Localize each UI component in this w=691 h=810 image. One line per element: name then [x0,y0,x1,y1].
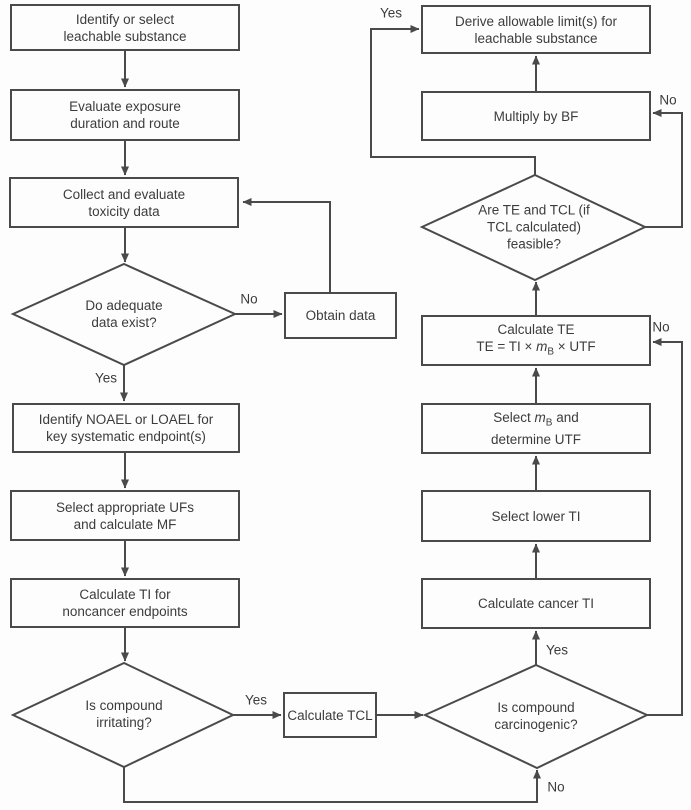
node-multiply-bf: Multiply by BF [421,91,651,141]
decision-feasible-shape [419,173,648,282]
label-line: irritating? [96,715,152,730]
label-line: Are TE and TCL (if [478,202,590,218]
label-line: key systematic endpoint(s) [46,429,206,444]
node-calculate-ti: Calculate TI for noncancer endpoints [10,578,240,628]
node-select-lower-ti: Select lower TI [421,490,651,542]
formula-sub: B [547,346,555,358]
edge-label-irritating-yes: Yes [244,692,268,708]
label-line: toxicity data [88,203,160,219]
label-line: Calculate TCL [287,707,373,723]
edge-carcinogenic-no-to-te [647,338,683,716]
edge-label-feasible-yes: Yes [379,5,403,21]
edge-label-carcinogenic-no: No [652,319,670,335]
label-line: leachable substance [63,28,187,44]
label-line: Is compound [497,700,575,715]
edge-irritating-no-to-carcinogenic [123,767,541,803]
edge-label-adequate-yes: Yes [94,370,118,386]
label-line: duration and route [70,116,180,131]
edge-label-feasible-no: No [659,92,677,108]
label-line: data exist? [91,315,157,330]
label-line: and calculate MF [73,516,177,532]
label-line: Identify NOAEL or LOAEL for [38,412,214,427]
edge-feasible-yes-to-derive [370,25,536,175]
mb-line: Select mB and [493,409,578,432]
formula-var: m [536,338,548,354]
node-select-ufs: Select appropriate UFs and calculate MF [10,490,240,541]
label-line: Calculate cancer TI [477,596,595,611]
label-line: Do adequate [85,298,163,313]
label-line: Collect and evaluate [62,186,186,202]
label-line: Calculate TE [497,321,575,337]
label-line: Calculate TI for [79,587,171,602]
decision-feasible-label: Are TE and TCL (if TCL calculated) feasi… [478,202,590,253]
label-line: carcinogenic? [494,717,578,732]
decision-carcinogenic-label: Is compound carcinogenic? [494,699,577,733]
label-line: Is compound [85,698,163,713]
decision-irritating-label: Is compound irritating? [85,697,162,731]
edge-label-irritating-no: No [547,779,565,795]
node-evaluate-exposure: Evaluate exposure duration and route [10,89,240,141]
te-formula: TE = TI × mB × UTF [476,338,595,361]
decision-adequate-data-shape [10,262,238,367]
label-line: Evaluate exposure [69,99,181,114]
label-line: Multiply by BF [493,108,579,124]
label-line: determine UTF [490,432,582,448]
decision-irritating-shape [10,661,236,769]
label-line: Select lower TI [491,508,581,524]
edge-feasible-no-to-bf [645,109,683,228]
mb-var: m [534,409,546,425]
label-line: Obtain data [305,308,376,323]
label-line: noncancer endpoints [62,604,188,619]
label-line: TCL calculated) [486,219,582,235]
mb-pre: Select [493,409,535,425]
decision-adequate-data-label: Do adequate data exist? [85,297,162,331]
node-calculate-cancer-ti: Calculate cancer TI [421,578,651,629]
node-calculate-tcl: Calculate TCL [283,692,377,738]
mb-sub: B [545,417,553,429]
node-collect-toxicity: Collect and evaluate toxicity data [9,177,239,228]
mb-post: and [552,409,579,425]
node-identify-substance: Identify or select leachable substance [10,4,240,51]
label-line: feasible? [506,236,562,252]
formula-post: × UTF [554,338,596,354]
edge-obtain-to-collect [242,198,331,292]
edge-label-adequate-no: No [240,291,258,307]
label-line: leachable substance [474,30,598,46]
label-line: Identify or select [75,11,175,27]
decision-carcinogenic-shape [422,663,650,770]
node-calculate-te: Calculate TE TE = TI × mB × UTF [421,315,651,366]
label-line: Derive allowable limit(s) for [454,13,618,29]
edge-label-carcinogenic-yes: Yes [545,642,569,658]
node-derive-limits: Derive allowable limit(s) for leachable … [421,5,651,54]
node-identify-noael: Identify NOAEL or LOAEL for key systemat… [12,403,240,453]
node-obtain-data: Obtain data [284,292,397,339]
label-line: Select appropriate UFs [55,499,195,515]
node-select-mb: Select mB and determine UTF [421,403,651,454]
formula-pre: TE = TI × [476,338,537,354]
